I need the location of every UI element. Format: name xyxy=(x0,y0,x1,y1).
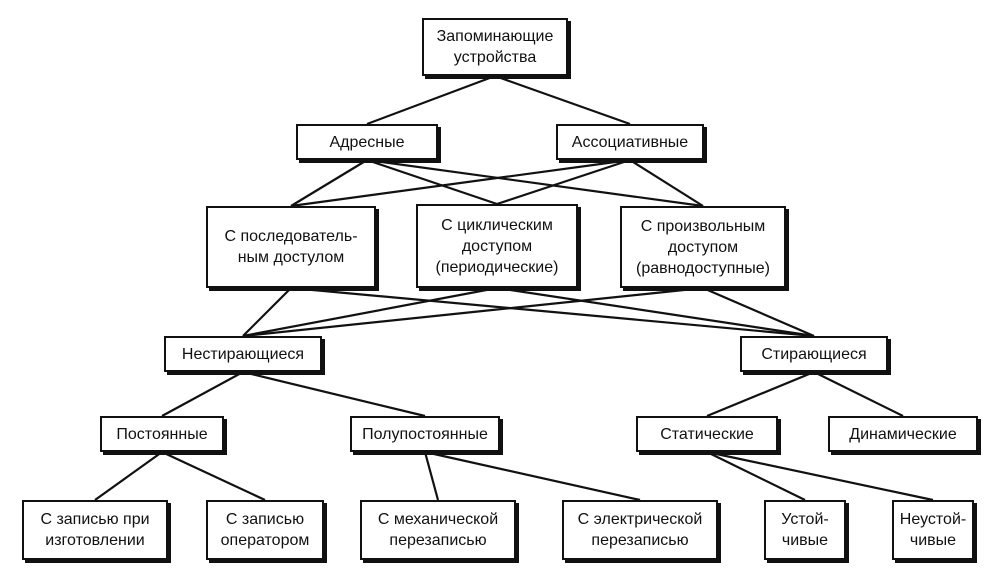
node-erasable: Стирающиеся xyxy=(740,336,888,372)
node-label-line: Ассоциативные xyxy=(571,133,689,151)
node-label-line: С циклическим xyxy=(441,216,553,234)
edge-semi_permanent-to-mechanical_rewrite xyxy=(423,451,440,501)
node-label-line: чивые xyxy=(781,532,829,549)
edge-addressed-to-cyclic xyxy=(366,158,498,206)
node-label-line: устройства xyxy=(453,49,537,66)
node-unstable: Неустой-чивые xyxy=(892,500,974,560)
node-label-line: Статические xyxy=(660,425,754,443)
edge-non_erasable-to-permanent xyxy=(161,371,244,417)
node-associative: Ассоциативные xyxy=(556,124,704,160)
node-label-line: перезаписью xyxy=(591,532,689,549)
node-semi-permanent: Полупостоянные xyxy=(350,416,500,452)
node-label-line: ным достулом xyxy=(237,249,345,266)
node-label-line: С записью xyxy=(225,511,305,528)
node-label-line: Постоянные xyxy=(116,425,208,443)
node-label-line: оператором xyxy=(220,532,310,549)
node-label-line: Запоминающие xyxy=(436,28,554,45)
node-mechanical-rewrite: С механической перезаписью xyxy=(360,500,516,560)
edge-random-to-non_erasable xyxy=(242,286,704,338)
edge-root-to-addressed xyxy=(366,74,496,126)
edge-associative-to-random xyxy=(629,159,704,207)
node-label-line: Неустой- xyxy=(899,511,967,528)
edge-sequential-to-non_erasable xyxy=(242,287,292,337)
node-label-line: (равнодоступные) xyxy=(636,259,770,277)
node-label-line: Устой- xyxy=(781,511,829,528)
node-permanent: Постоянные xyxy=(100,416,224,452)
edge-sequential-to-erasable xyxy=(290,286,815,338)
node-label-line: чивые xyxy=(909,532,957,549)
edge-cyclic-to-non_erasable xyxy=(242,286,498,338)
edge-semi_permanent-to-electrical_rewrite xyxy=(424,450,641,502)
node-static: Статические xyxy=(636,416,778,452)
node-dynamic: Динамические xyxy=(828,416,978,452)
edge-random-to-erasable xyxy=(702,286,815,338)
node-label-line: С электрической xyxy=(577,511,703,528)
node-label-line: С записью при xyxy=(40,511,150,528)
node-label-line: доступом xyxy=(667,238,739,256)
edge-non_erasable-to-semi_permanent xyxy=(242,370,426,418)
node-label-line: Нестирающиеся xyxy=(181,345,305,363)
node-label-line: Полупостоянные xyxy=(362,425,488,443)
node-electrical-rewrite: С электрической перезаписью xyxy=(562,500,718,560)
edge-permanent-to-operator_written xyxy=(161,451,266,501)
node-label-line: перезаписью xyxy=(389,532,487,549)
node-factory-written: С записью при изготовлении xyxy=(22,500,168,560)
edge-cyclic-to-erasable xyxy=(496,286,815,338)
edge-erasable-to-static xyxy=(706,370,815,418)
edge-erasable-to-dynamic xyxy=(813,371,904,417)
node-label-line: Стирающиеся xyxy=(761,345,867,363)
node-label-line: С последователь- xyxy=(224,228,358,245)
edge-static-to-unstable xyxy=(706,450,934,502)
node-operator-written: С записью оператором xyxy=(206,500,324,560)
node-random-access: С произвольным доступом (равнодоступные) xyxy=(620,206,786,288)
node-non-erasable: Нестирающиеся xyxy=(164,336,322,372)
edge-associative-to-cyclic xyxy=(496,158,631,206)
edge-addressed-to-sequential xyxy=(290,159,368,207)
node-label-line: Адресные xyxy=(329,133,405,151)
node-cyclic-access: С циклическим доступом (периодические) xyxy=(416,204,578,288)
node-stable: Устой-чивые xyxy=(764,500,846,560)
root-node-storage-devices: Запоминающие устройства xyxy=(422,18,568,76)
node-label-line: изготовлении xyxy=(45,532,145,549)
edge-addressed-to-random xyxy=(366,158,704,208)
node-label-line: (периодические) xyxy=(435,258,559,276)
edge-permanent-to-factory_written xyxy=(94,451,163,501)
node-label-line: С механической xyxy=(377,511,499,528)
node-sequential-access: С последователь-ным достулом xyxy=(206,206,376,288)
node-label-line: С произвольным xyxy=(640,217,766,235)
edge-static-to-stable xyxy=(706,451,806,501)
edge-associative-to-sequential xyxy=(290,158,631,208)
node-addressed: Адресные xyxy=(296,124,438,160)
node-label-line: доступом xyxy=(461,237,533,255)
node-label-line: Динамические xyxy=(849,425,957,443)
edge-root-to-associative xyxy=(494,74,631,126)
